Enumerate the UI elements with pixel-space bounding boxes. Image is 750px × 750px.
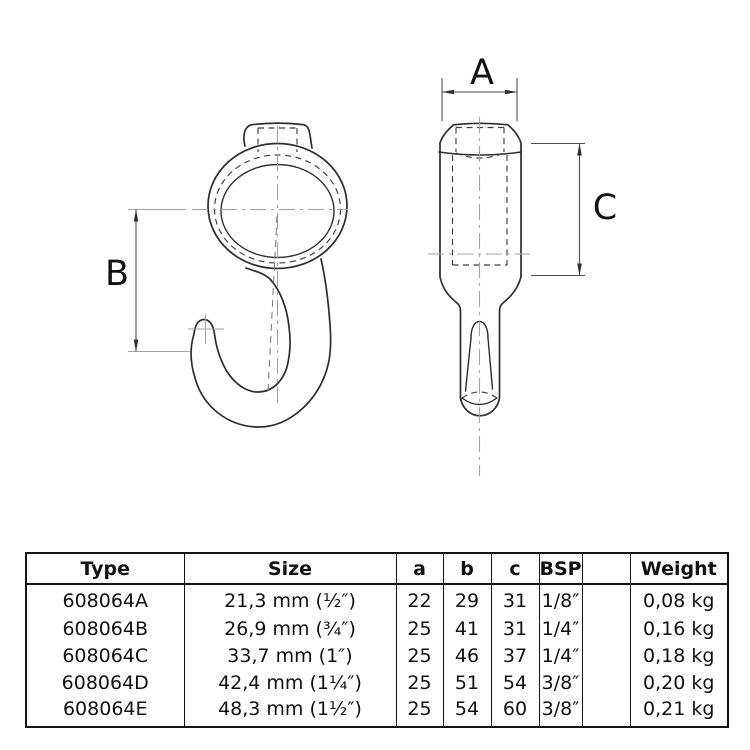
col-header-a: a	[395, 553, 444, 585]
cell-weight: 0,16 kg	[629, 619, 729, 646]
cell-a: 25	[395, 672, 444, 700]
cell-blank	[442, 725, 492, 727]
cell-size: 48,3 mm (1½″)	[183, 699, 397, 726]
dim-a-arrow-left	[442, 89, 454, 95]
cell-blank	[490, 725, 540, 727]
cell-bsp: 1/4″	[538, 645, 583, 673]
table-row: 608064C 33,7 mm (1″) 25 46 37 1/4″ 0,18 …	[25, 645, 729, 673]
dim-b-arrow-bottom	[133, 339, 139, 352]
dim-label-b: B	[105, 254, 129, 294]
table-row: 608064E 48,3 mm (1½″) 25 54 60 3/8″ 0,21…	[25, 699, 729, 726]
ring-outer-outline	[207, 142, 348, 270]
technical-drawing: A B C	[105, 53, 617, 476]
cell-c: 31	[490, 619, 540, 646]
cell-blank	[581, 725, 631, 727]
dimension-c: C	[531, 142, 617, 277]
cell-type: 608064A	[25, 584, 185, 620]
cell-weight: 0,18 kg	[629, 645, 729, 673]
cell-bsp: 3/8″	[538, 672, 583, 700]
cell-a: 25	[395, 645, 444, 673]
cell-type: 608064D	[25, 672, 185, 700]
cell-size: 26,9 mm (¾″)	[183, 619, 397, 646]
cell-a: 22	[395, 584, 444, 620]
cell-c: 54	[490, 672, 540, 700]
cell-bsp: 3/8″	[538, 699, 583, 726]
col-header-b: b	[442, 553, 492, 585]
cell-b: 29	[442, 584, 492, 620]
cell-weight: 0,08 kg	[629, 584, 729, 620]
cell-type: 608064E	[25, 699, 185, 726]
col-header-blank	[581, 553, 631, 585]
dim-label-c: C	[593, 188, 617, 228]
cell-size: 21,3 mm (½″)	[183, 584, 397, 620]
cell-b: 54	[442, 699, 492, 726]
dimension-a: A	[441, 53, 518, 121]
cell-weight: 0,20 kg	[629, 672, 729, 700]
cell-a: 25	[395, 619, 444, 646]
cell-blank	[581, 619, 631, 646]
cell-blank	[538, 725, 583, 727]
front-view	[188, 122, 348, 428]
cell-blank	[395, 725, 444, 727]
col-header-type: Type	[25, 553, 185, 585]
dim-c-arrow-top	[577, 143, 582, 156]
cell-c: 37	[490, 645, 540, 673]
cell-blank	[581, 672, 631, 700]
dimensions-table: Type Size a b c BSP Weight 608064A 21,3 …	[25, 552, 729, 728]
cell-blank	[581, 699, 631, 726]
col-header-c: c	[490, 553, 540, 585]
cell-bsp: 1/4″	[538, 619, 583, 646]
cell-type: 608064B	[25, 619, 185, 646]
table-row: 608064D 42,4 mm (1¼″) 25 51 54 3/8″ 0,20…	[25, 672, 729, 700]
col-header-bsp: BSP	[538, 553, 583, 585]
hook-tip-front-rim	[461, 397, 498, 406]
cell-blank	[25, 725, 185, 727]
cell-a: 25	[395, 699, 444, 726]
col-header-size: Size	[183, 553, 397, 585]
dim-a-arrow-right	[505, 89, 517, 95]
cell-bsp: 1/8″	[538, 584, 583, 620]
hook-tip-hidden-rim	[461, 391, 498, 399]
cell-weight: 0,21 kg	[629, 699, 729, 726]
hook-curved-centerline	[267, 215, 278, 393]
table-row: 608064B 26,9 mm (¾″) 25 41 31 1/4″ 0,16 …	[25, 619, 729, 646]
socket-hidden-bore	[451, 155, 508, 266]
cell-blank	[629, 725, 729, 727]
dim-b-arrow-top	[133, 209, 139, 222]
cell-size: 42,4 mm (1¼″)	[183, 672, 397, 700]
cell-size: 33,7 mm (1″)	[183, 645, 397, 673]
table-spacer-row	[25, 725, 729, 727]
dim-c-arrow-bottom	[577, 263, 582, 276]
cell-b: 46	[442, 645, 492, 673]
table-header-row: Type Size a b c BSP Weight	[25, 553, 729, 585]
side-outline	[439, 122, 522, 417]
cell-c: 60	[490, 699, 540, 726]
cell-b: 41	[442, 619, 492, 646]
cell-blank	[183, 725, 397, 727]
top-boss-hidden-lines	[257, 127, 298, 152]
hook-outline	[190, 258, 332, 428]
col-header-weight: Weight	[629, 553, 729, 585]
cell-blank	[581, 584, 631, 620]
cell-c: 31	[490, 584, 540, 620]
hook-edge-sides	[464, 337, 494, 392]
cell-blank	[581, 645, 631, 673]
table-row: 608064A 21,3 mm (½″) 22 29 31 1/8″ 0,08 …	[25, 584, 729, 620]
dimension-b: B	[105, 208, 190, 353]
top-boss-outline	[243, 122, 313, 149]
side-view	[428, 117, 530, 476]
dim-label-a: A	[470, 53, 494, 93]
cell-type: 608064C	[25, 645, 185, 673]
cell-b: 51	[442, 672, 492, 700]
